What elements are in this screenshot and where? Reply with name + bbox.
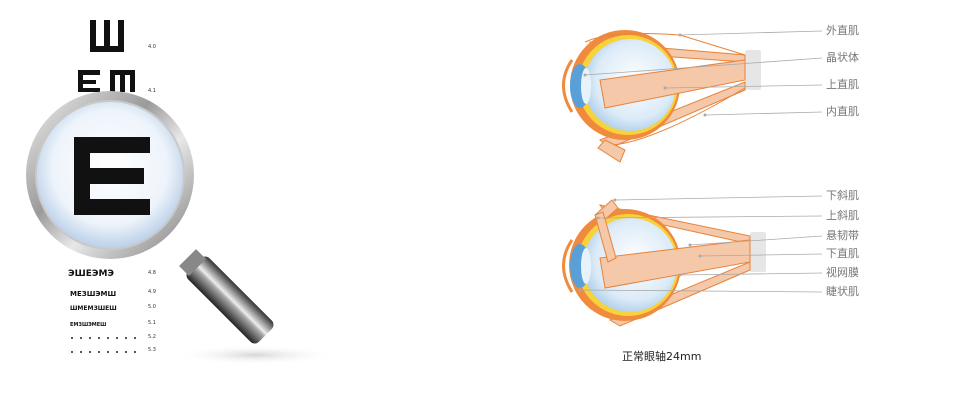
- chart-e-row-2: [78, 70, 135, 92]
- chart-e-row-6: ЕМЗШЭМЕШ: [70, 322, 106, 328]
- acuity-value: 4.8: [148, 270, 156, 276]
- acuity-value: 5.3: [148, 347, 156, 353]
- label-superior-rectus: 上直肌: [826, 78, 859, 91]
- label-lens: 晶状体: [826, 51, 859, 64]
- optic-nerve: [745, 50, 761, 90]
- label-inferior-rectus: 下直肌: [826, 247, 859, 260]
- acuity-value: 5.2: [148, 334, 156, 340]
- svg-text:ЭШЕЭМЭ: ЭШЕЭМЭ: [68, 269, 114, 279]
- svg-text:МЕЗШЭМШ: МЕЗШЭМШ: [70, 290, 116, 298]
- label-retina: 视网膜: [826, 266, 859, 279]
- magnifier-handle-icon: [179, 249, 274, 344]
- acuity-value: 4.0: [148, 44, 156, 50]
- label-superior-oblique: 上斜肌: [826, 209, 859, 222]
- eye-chart: ЭШЕЭМЭ МЕЗШЭМШ ШМЕМЗШЕШ ЕМЗШЭМЕШ: [68, 20, 136, 353]
- acuity-value: 5.1: [148, 320, 156, 326]
- chart-e-row-3: ЭШЕЭМЭ: [68, 269, 114, 279]
- label-zonule: 悬韧带: [826, 229, 859, 242]
- chart-e-row-4: МЕЗШЭМШ: [70, 290, 116, 298]
- svg-text:ЕМЗШЭМЕШ: ЕМЗШЭМЕШ: [70, 322, 106, 328]
- eye-diagram-top: [562, 30, 823, 163]
- eye-diagram-bottom: [562, 195, 823, 327]
- label-lateral-rectus: 外直肌: [826, 24, 859, 37]
- magnified-e-icon: [74, 137, 150, 215]
- svg-text:ШМЕМЗШЕШ: ШМЕМЗШЕШ: [70, 305, 117, 312]
- chart-e-row-5: ШМЕМЗШЕШ: [70, 305, 117, 312]
- acuity-value: 4.9: [148, 289, 156, 295]
- magnifier-icon: [26, 91, 194, 259]
- chart-e-row-8: [71, 351, 136, 353]
- chart-e-row-7: [71, 337, 136, 339]
- label-medial-rectus: 内直肌: [826, 105, 859, 118]
- chart-e-row-1: [90, 20, 124, 52]
- label-inferior-oblique: 下斜肌: [826, 189, 859, 202]
- magnifier-shadow: [175, 345, 335, 365]
- acuity-value: 5.0: [148, 304, 156, 310]
- acuity-value: 4.1: [148, 88, 156, 94]
- axial-length-caption: 正常眼轴24mm: [622, 350, 702, 363]
- optic-nerve-bottom: [750, 232, 766, 272]
- label-ciliary-muscle: 睫状肌: [826, 285, 859, 298]
